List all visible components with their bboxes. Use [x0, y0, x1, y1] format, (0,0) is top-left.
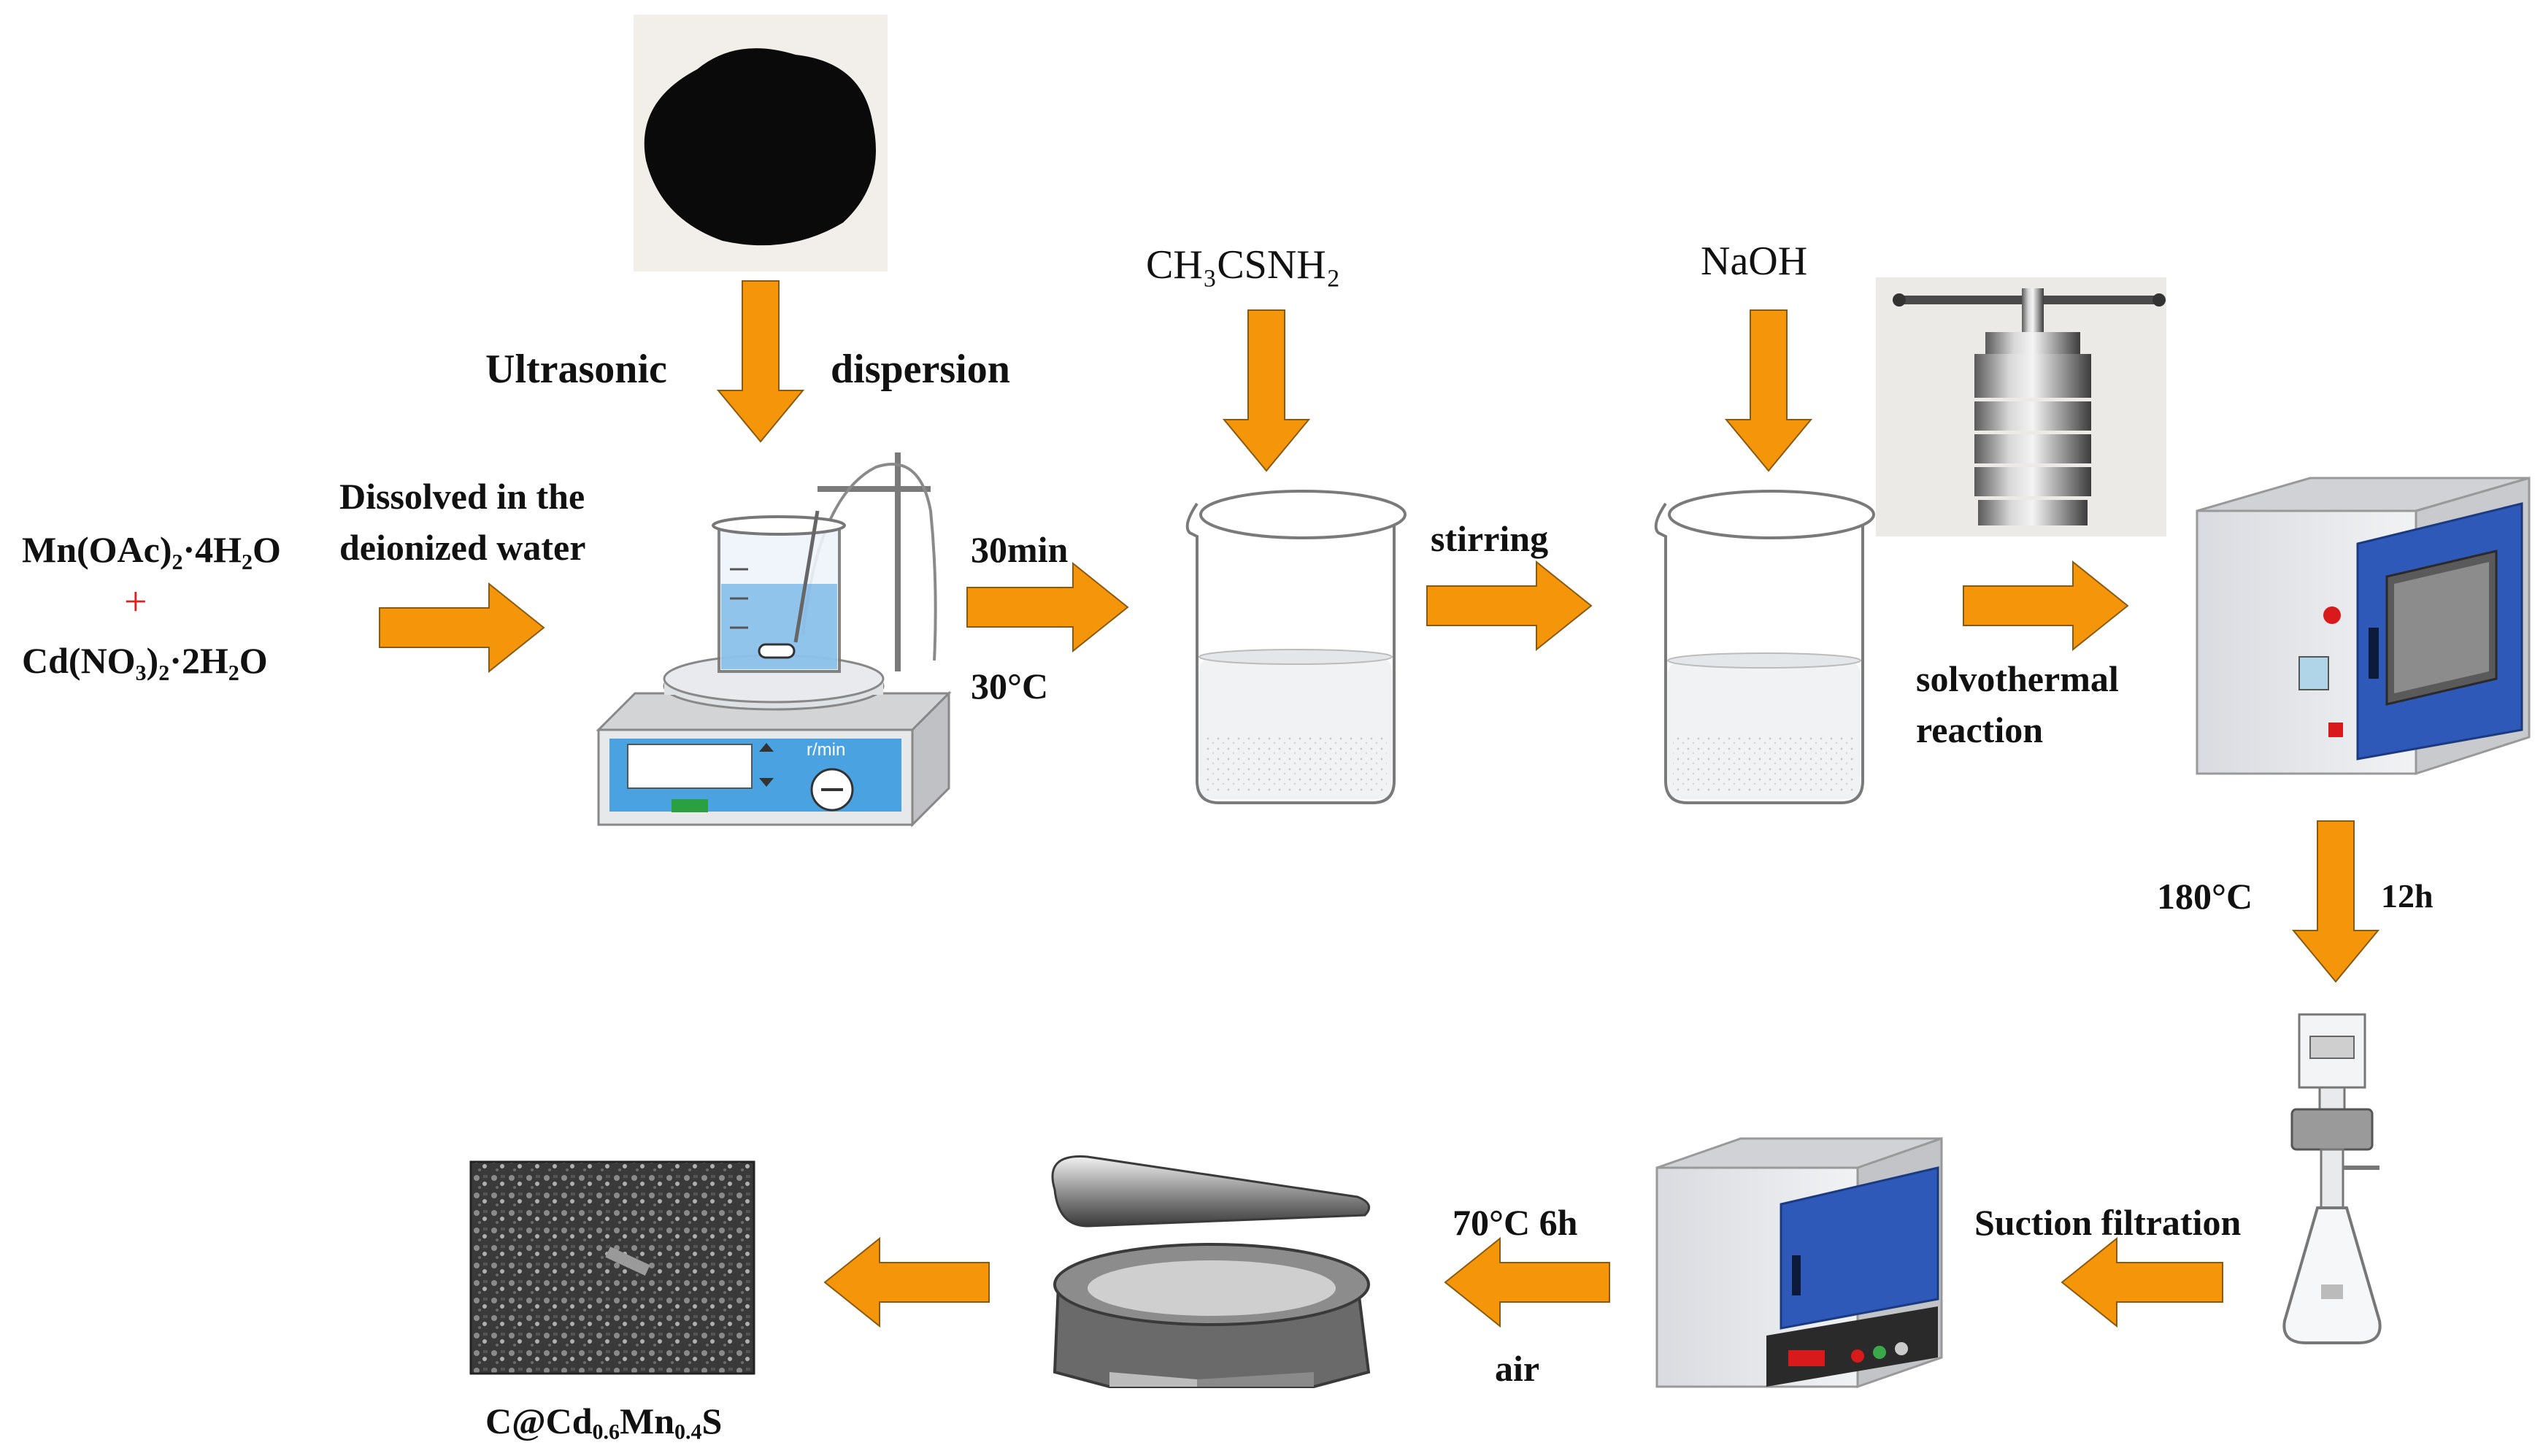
product-s: S [701, 1401, 723, 1441]
arrow-30min [966, 561, 1129, 653]
sem-image-icon [469, 1160, 755, 1375]
mortar-pestle-icon [1051, 1155, 1371, 1388]
reagent-cd-label: Cd(NO₃)₂·2H₂O [22, 640, 268, 681]
product-base: C@Cd [485, 1401, 593, 1441]
product-mn: Mn [620, 1401, 675, 1441]
beaker-icon [1185, 490, 1407, 804]
magnetic-stirrer-icon: r/min [596, 452, 952, 828]
muffle-furnace-icon [1655, 1136, 1943, 1389]
plus-sign: + [124, 579, 147, 625]
carbon-powder-photo [634, 15, 888, 271]
reagent-mn-label: Mn(OAc)₂·4H₂O [22, 529, 281, 570]
suction-filtration-label: Suction filtration [1974, 1202, 2242, 1243]
arrow-down-thioacetamide [1222, 309, 1311, 472]
arrow-left-70c [1444, 1236, 1610, 1328]
time-12h-label: 12h [2381, 877, 2434, 914]
arrow-down-naoh [1724, 309, 1813, 472]
ultrasonic-label: Ultrasonic [485, 347, 667, 392]
suction-filtration-flask-icon [2282, 1013, 2382, 1344]
dispersion-label: dispersion [831, 347, 1010, 392]
product-sub-cd: 0.6 [592, 1420, 620, 1444]
dissolved-label-line1: Dissolved in the [339, 476, 585, 517]
temp-30c-label: 30°C [971, 666, 1049, 706]
naoh-label: NaOH [1701, 239, 1808, 284]
stirring-label: stirring [1431, 518, 1549, 559]
arrow-left-product [823, 1236, 990, 1328]
product-label: C@Cd0.6Mn0.4S [485, 1401, 723, 1443]
arrow-solvothermal [1963, 560, 2129, 652]
arrow-left-suction [2061, 1236, 2223, 1328]
drying-condition-label: 70°C 6h [1453, 1202, 1578, 1243]
time-30min-label: 30min [971, 529, 1069, 570]
arrow-stirring [1426, 560, 1593, 652]
arrow-down-ultrasonic [716, 280, 805, 443]
thioacetamide-label: CH₃CSNH₂ [1146, 242, 1341, 288]
product-sub-mn: 0.4 [674, 1420, 702, 1444]
temp-180c-label: 180°C [2157, 876, 2253, 917]
autoclave-icon [1876, 277, 2166, 536]
beaker-icon-2 [1654, 490, 1875, 804]
stirrer-unit-label: r/min [807, 740, 845, 760]
drying-oven-icon [2196, 477, 2531, 776]
air-label: air [1495, 1348, 1540, 1389]
solvothermal-label-line2: reaction [1916, 709, 2044, 750]
arrow-down-180c [2291, 820, 2380, 983]
solvothermal-label-line1: solvothermal [1916, 658, 2119, 699]
arrow-reagents-to-stirrer [379, 582, 545, 674]
dissolved-label-line2: deionized water [339, 527, 586, 568]
